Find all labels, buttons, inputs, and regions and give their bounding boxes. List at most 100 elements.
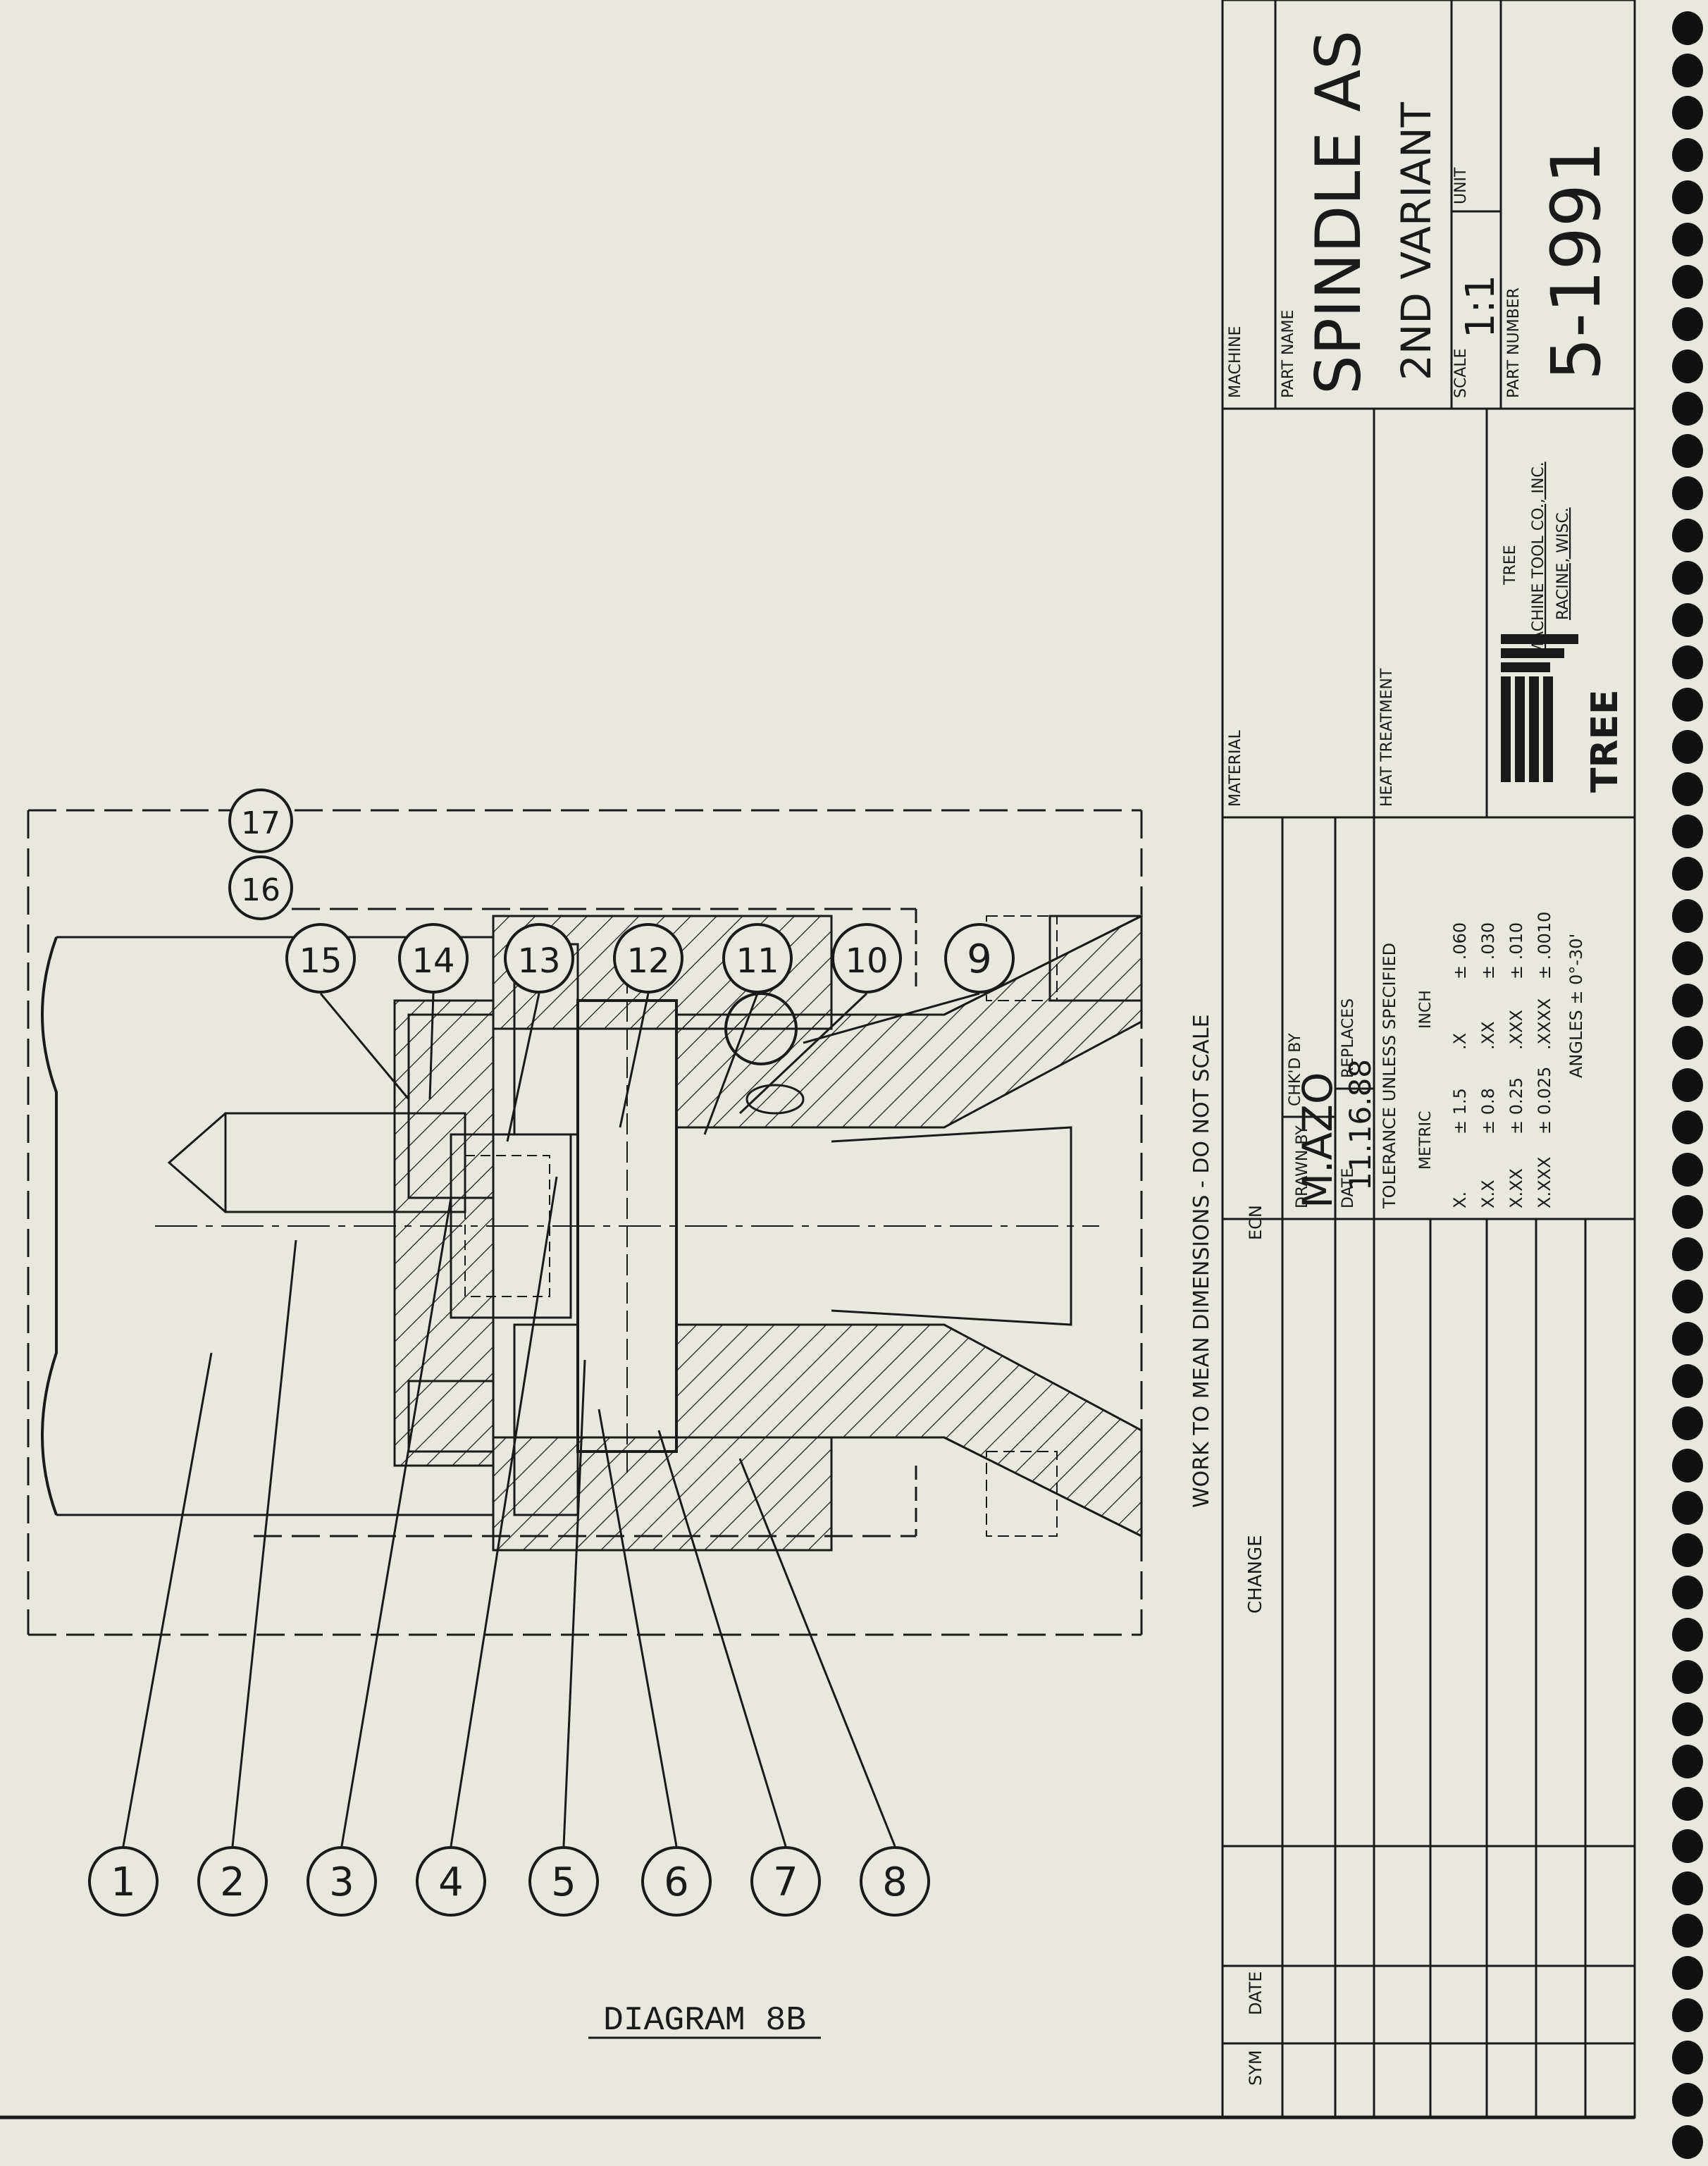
part-name-label: PART NAME (1280, 310, 1297, 398)
binder-hole (1672, 1280, 1703, 1313)
date-label: DATE (1339, 1168, 1357, 1208)
rev-change-header: CHANGE (1245, 1535, 1266, 1614)
binder-hole (1672, 1110, 1703, 1144)
tolerance-angles: ANGLES ± 0°-30' (1566, 934, 1586, 1078)
binder-hole (1672, 603, 1703, 637)
rev-date-header: DATE (1246, 1972, 1265, 2015)
tree-logo: TREE (1501, 634, 1626, 793)
binder-hole (1672, 180, 1703, 214)
scale-label: SCALE (1452, 348, 1470, 398)
rev-ecn-header: ECN (1246, 1205, 1265, 1240)
binder-hole (1672, 349, 1703, 383)
unit-label: UNIT (1452, 167, 1470, 204)
svg-text:X.XX: X.XX (1506, 1168, 1526, 1208)
svg-text:13: 13 (517, 941, 560, 981)
callout-4: 4 (416, 1846, 486, 1917)
binder-hole (1672, 392, 1703, 426)
callout-9: 9 (944, 923, 1015, 994)
tolerance-row: X. ± 1.5 .X ± .060 (1450, 922, 1470, 1208)
binder-hole (1672, 54, 1703, 87)
binder-hole (1672, 307, 1703, 341)
binder-hole (1672, 1322, 1703, 1356)
svg-text:± 0.025: ± 0.025 (1535, 1067, 1554, 1134)
svg-text:± .010: ± .010 (1506, 922, 1526, 979)
company-line1: TREE (1502, 545, 1519, 586)
binder-hole (1672, 730, 1703, 764)
callout-12: 12 (613, 923, 683, 994)
binder-hole (1672, 223, 1703, 256)
binder-hole (1672, 1026, 1703, 1060)
binder-hole (1672, 519, 1703, 552)
callout-16: 16 (228, 855, 293, 920)
binder-hole (1672, 138, 1703, 172)
title-block: WORK TO MEAN DIMENSIONS - DO NOT SCALE S… (1189, 0, 1636, 2119)
svg-text:± .0010: ± .0010 (1535, 912, 1554, 979)
svg-text:X.X: X.X (1478, 1180, 1498, 1208)
svg-text:2: 2 (220, 1859, 245, 1905)
binder-hole (1672, 1449, 1703, 1483)
tolerance-row: X.XXX ± 0.025 .XXXX ± .0010 (1535, 912, 1554, 1208)
tolerance-row: X.XX ± 0.25 .XXX ± .010 (1506, 922, 1526, 1208)
binder-hole (1672, 899, 1703, 933)
binder-hole (1672, 1702, 1703, 1736)
binder-hole (1672, 1406, 1703, 1440)
callout-balloons: 1 2 3 4 5 6 7 8 9 10 11 12 13 14 15 16 1… (88, 788, 1015, 1917)
binder-hole (1672, 476, 1703, 510)
binder-hole (1672, 772, 1703, 806)
machine-label: MACHINE (1227, 326, 1244, 398)
svg-text:7: 7 (773, 1859, 798, 1905)
binder-hole (1672, 1618, 1703, 1652)
binder-hole (1672, 1195, 1703, 1229)
binder-hole (1672, 1745, 1703, 1778)
callout-2: 2 (197, 1846, 268, 1917)
svg-text:9: 9 (967, 936, 992, 982)
svg-text:16: 16 (241, 872, 280, 908)
binder-hole (1672, 1237, 1703, 1271)
tolerance-row: X.X ± 0.8 .XX ± .030 (1478, 922, 1498, 1208)
material-label: MATERIAL (1227, 730, 1244, 807)
svg-text:.XXX: .XXX (1506, 1010, 1526, 1050)
callout-15: 15 (285, 923, 356, 994)
svg-text:± 0.25: ± 0.25 (1506, 1077, 1526, 1134)
svg-text:4: 4 (438, 1859, 464, 1905)
binder-hole (1672, 2041, 1703, 2074)
binder-hole (1672, 1068, 1703, 1102)
svg-text:6: 6 (664, 1859, 689, 1905)
binder-hole (1672, 1829, 1703, 1863)
binder-hole (1672, 2083, 1703, 2117)
svg-text:X.: X. (1450, 1192, 1470, 1208)
tolerance-inch-header: INCH (1417, 990, 1435, 1029)
callout-10: 10 (831, 923, 902, 994)
binder-hole (1672, 1491, 1703, 1525)
tolerance-title: TOLERANCE UNLESS SPECIFIED (1380, 943, 1399, 1209)
binder-hole (1672, 645, 1703, 679)
part-name-variant: 2ND VARIANT (1392, 102, 1440, 380)
binder-hole (1672, 561, 1703, 595)
svg-text:1: 1 (111, 1859, 136, 1905)
binder-hole (1672, 1153, 1703, 1187)
svg-text:± 1.5: ± 1.5 (1450, 1088, 1470, 1134)
binder-hole (1672, 265, 1703, 299)
diagram-caption: DIAGRAM 8B (603, 2002, 806, 2040)
svg-text:.XXXX: .XXXX (1535, 998, 1554, 1050)
binder-hole (1672, 434, 1703, 468)
binder-hole (1672, 688, 1703, 722)
svg-text:12: 12 (626, 941, 669, 981)
binder-hole (1672, 1576, 1703, 1609)
notice-text: WORK TO MEAN DIMENSIONS - DO NOT SCALE (1189, 1014, 1214, 1508)
svg-text:14: 14 (411, 941, 454, 981)
company-line2: MACHINE TOOL CO., INC. (1530, 462, 1547, 655)
callout-leaders (122, 992, 980, 1847)
binder-hole (1672, 1956, 1703, 1990)
rev-sym-header: SYM (1246, 2050, 1265, 2086)
replaces-label: REPLACES (1339, 998, 1357, 1078)
callout-3: 3 (307, 1846, 377, 1917)
callout-6: 6 (641, 1846, 712, 1917)
binder-hole (1672, 941, 1703, 975)
svg-text:TREE: TREE (1584, 689, 1626, 793)
callout-5: 5 (528, 1846, 599, 1917)
svg-text:X.XXX: X.XXX (1535, 1157, 1554, 1208)
binder-hole (1672, 11, 1703, 45)
binder-hole (1672, 2125, 1703, 2159)
svg-text:3: 3 (329, 1859, 354, 1905)
